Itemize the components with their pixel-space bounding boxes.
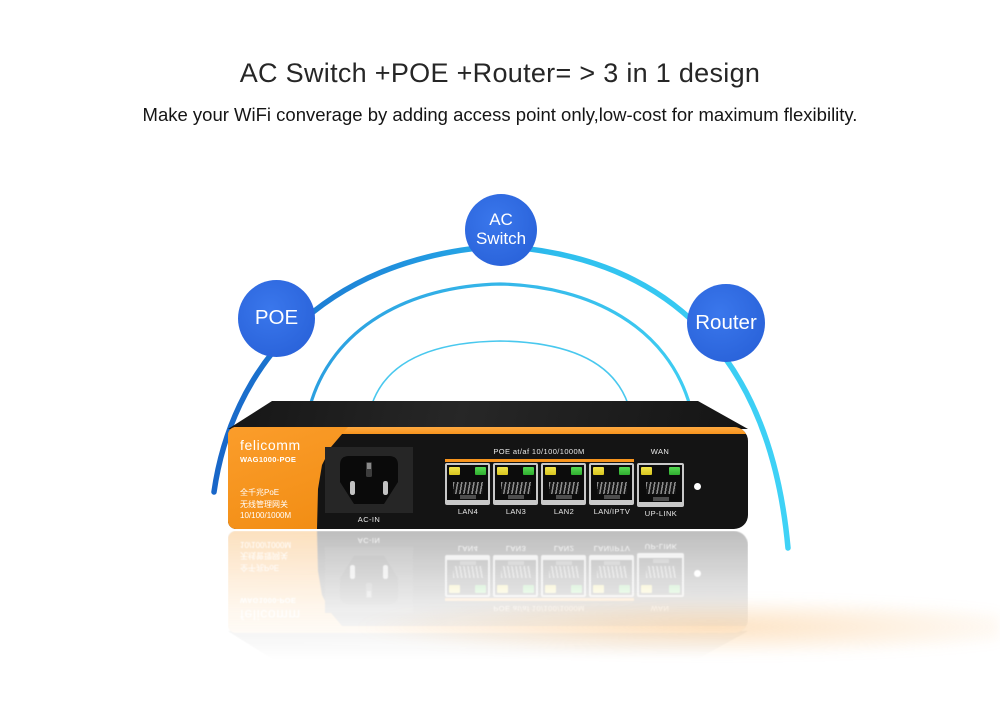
port-led-yellow [593,467,604,475]
c14-socket-icon [340,456,398,504]
port-label-lan4: LAN4 [457,507,479,516]
port-led-green [669,467,680,475]
power-led [694,483,701,490]
rj45-tab [459,495,476,499]
panel-text-line: 10/100/1000M [240,511,292,520]
uplink-label: UP-LINK [644,509,678,518]
device-top-surface [228,401,748,429]
port-led-green [523,467,534,475]
port-label-lan3: LAN3 [505,507,527,516]
ac-in-label: AC-IN [357,515,381,524]
port-lan-iptv [589,463,634,505]
port-label-lan2: LAN2 [553,507,575,516]
wifi-arc-inner [371,340,629,405]
poe-group-underline [445,459,634,462]
device-front-panel: felicomm WAG1000-POE 全千兆PoE 无线管理网关 10/10… [228,427,748,529]
bubble-label: Switch [475,229,527,248]
wan-label: WAN [650,447,670,456]
port-led-yellow [545,467,556,475]
port-led-green [571,467,582,475]
port-led-green [619,467,630,475]
brand-logo: felicomm [240,437,301,453]
device-reflection: felicomm WAG1000-POE 全千兆PoE 无线管理网关 10/10… [228,531,748,661]
rj45-pins [548,482,579,494]
bubble-label: POE [254,306,299,330]
rj45-tab [603,495,620,499]
wifi-arc-middle [308,282,692,408]
orange-top-strip [228,427,748,434]
port-led-yellow [641,467,652,475]
poe-ports-caption: POE at/af 10/100/1000M [493,447,585,456]
rj45-tab [507,495,524,499]
rj45-pins [596,482,627,494]
port-lan2 [541,463,586,505]
port-led-green [475,467,486,475]
rj45-pins [645,482,676,494]
port-led-yellow [449,467,460,475]
port-led-yellow [497,467,508,475]
panel-text-line: 无线管理网关 [240,500,288,509]
bubble-router: Router [687,284,765,362]
port-uplink [637,463,684,507]
bubble-label: Router [695,310,757,334]
port-label-lan-iptv: LAN/IPTV [593,507,631,516]
rj45-tab [652,497,669,501]
page-title: AC Switch +POE +Router= > 3 in 1 design [239,58,761,88]
port-lan3 [493,463,538,505]
ac-power-inlet [325,447,413,513]
panel-text-line: 全千兆PoE [240,488,280,497]
bubble-ac-switch: AC Switch [465,194,537,266]
rj45-pins [452,482,483,494]
rj45-pins [500,482,531,494]
rj45-tab [555,495,572,499]
bubble-poe: POE [238,280,315,357]
model-number: WAG1000-POE [240,455,297,464]
port-lan4 [445,463,490,505]
bubble-label: AC [489,210,513,230]
reflection-glow [360,598,1000,656]
poe-switch-device: felicomm WAG1000-POE 全千兆PoE 无线管理网关 10/10… [228,399,748,529]
page-subtitle: Make your WiFi converage by adding acces… [142,104,858,125]
